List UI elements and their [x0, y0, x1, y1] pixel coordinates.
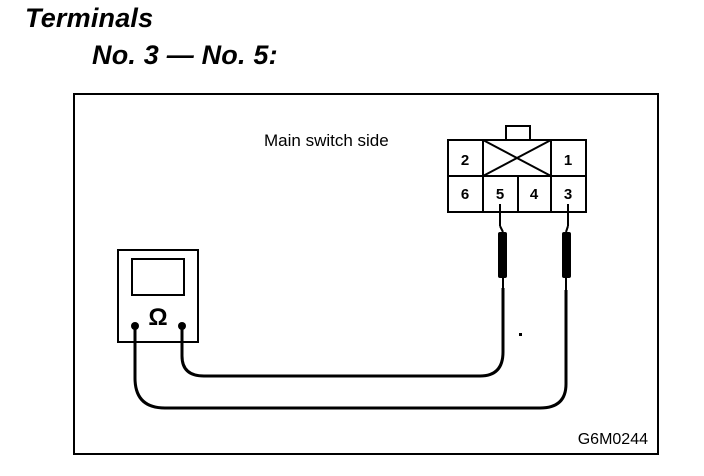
pin-1: 1: [564, 152, 572, 169]
figure-code: G6M0244: [578, 431, 648, 448]
lead-to-terminal-3: [133, 290, 568, 410]
ohm-symbol: Ω: [148, 304, 167, 331]
probe-terminal-5: [498, 204, 507, 288]
probe-terminal-3: [562, 204, 571, 290]
ohmmeter-display: [131, 258, 185, 296]
pin-5: 5: [496, 186, 504, 203]
connector-latch: [505, 125, 531, 141]
heading-terminals: Terminals: [25, 3, 154, 33]
lead-to-terminal-5: [180, 288, 505, 378]
ohmmeter: Ω: [117, 249, 199, 343]
heading-terminal-pair: No. 3 — No. 5:: [92, 40, 278, 70]
connector: 2 1 6 5 4 3: [447, 125, 587, 213]
pin-6: 6: [461, 186, 469, 203]
pin-4: 4: [530, 186, 539, 203]
pin-3: 3: [564, 186, 572, 203]
pin-2: 2: [461, 152, 469, 169]
connector-label: Main switch side: [264, 131, 389, 150]
diagram-frame: [73, 93, 659, 455]
